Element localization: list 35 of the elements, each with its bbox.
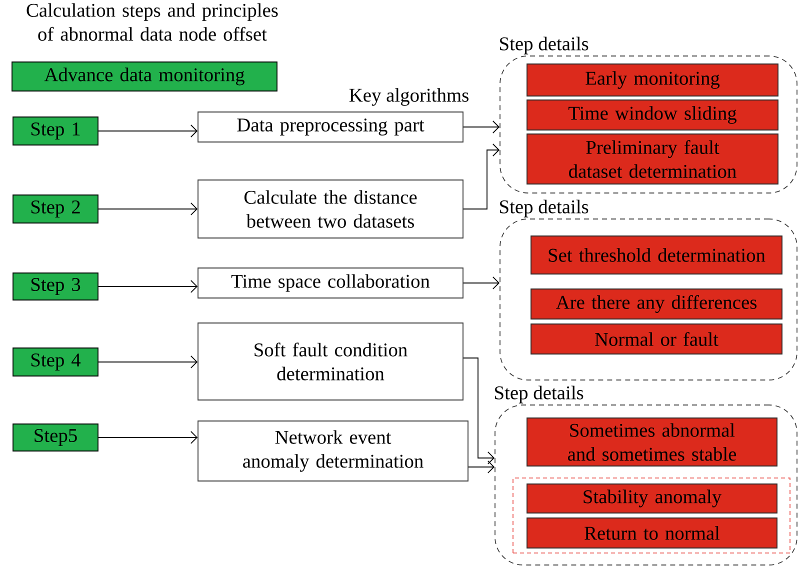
step-box: Step 1 xyxy=(12,116,98,146)
arrow xyxy=(98,202,198,216)
process-box: Calculate the distance between two datasets xyxy=(198,180,464,238)
node-label: Step details xyxy=(500,200,588,218)
node-label: Step details xyxy=(495,386,584,404)
process-box: Network event anomaly determination xyxy=(198,420,468,482)
step-box: Step5 xyxy=(12,424,98,452)
dashed-group xyxy=(512,478,790,554)
detail-box: Set threshold determination xyxy=(530,236,782,274)
detail-box: Stability anomaly xyxy=(526,484,778,514)
detail-box: Are there any differences xyxy=(530,288,782,320)
detail-box: Return to normal xyxy=(526,518,778,548)
arrow xyxy=(463,120,500,134)
arrow xyxy=(98,124,198,138)
detail-box: Time window sliding xyxy=(526,100,778,130)
arrow xyxy=(463,144,500,210)
detail-box: Normal or fault xyxy=(530,324,782,354)
process-box: Data preprocessing part xyxy=(198,112,464,142)
title: Calculation steps and principles of abnormal data node offset xyxy=(26,3,278,41)
detail-box: Sometimes abnormal and sometimes stable xyxy=(526,418,778,466)
step-box: Step 4 xyxy=(12,348,98,376)
process-box: Soft fault condition determination xyxy=(198,322,464,400)
arrow xyxy=(463,276,500,290)
step-box: Step 3 xyxy=(12,272,98,300)
arrow xyxy=(98,280,198,293)
step-box: Step 2 xyxy=(12,194,98,224)
arrow xyxy=(98,356,198,368)
arrow xyxy=(98,431,198,444)
node-label: Step details xyxy=(500,36,588,54)
process-box: Time space collaboration xyxy=(198,268,464,298)
step-box: Advance data monitoring xyxy=(12,62,278,92)
arrow xyxy=(463,358,495,464)
arrow xyxy=(468,460,495,474)
detail-box: Early monitoring xyxy=(526,64,778,96)
detail-box: Preliminary fault dataset determination xyxy=(526,134,778,184)
